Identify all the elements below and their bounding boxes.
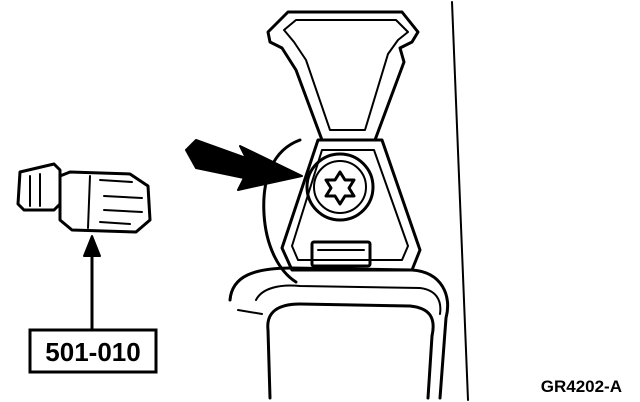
anchor-bolt xyxy=(305,152,375,222)
pointer-arrow-icon xyxy=(185,139,303,191)
torx-bit-tool xyxy=(16,162,152,234)
pillar-edge-line xyxy=(451,1,469,401)
d-ring-anchor xyxy=(280,138,422,272)
figure-id: GR4202-A xyxy=(541,377,622,396)
belt-webbing-lower xyxy=(228,266,450,400)
belt-webbing-upper xyxy=(266,10,420,142)
belt-slot xyxy=(310,240,372,268)
tool-label-box xyxy=(28,328,158,374)
tool-label: 501-010 xyxy=(45,337,140,367)
torx-socket-icon xyxy=(324,170,356,206)
leader-arrowhead-icon xyxy=(83,235,101,257)
